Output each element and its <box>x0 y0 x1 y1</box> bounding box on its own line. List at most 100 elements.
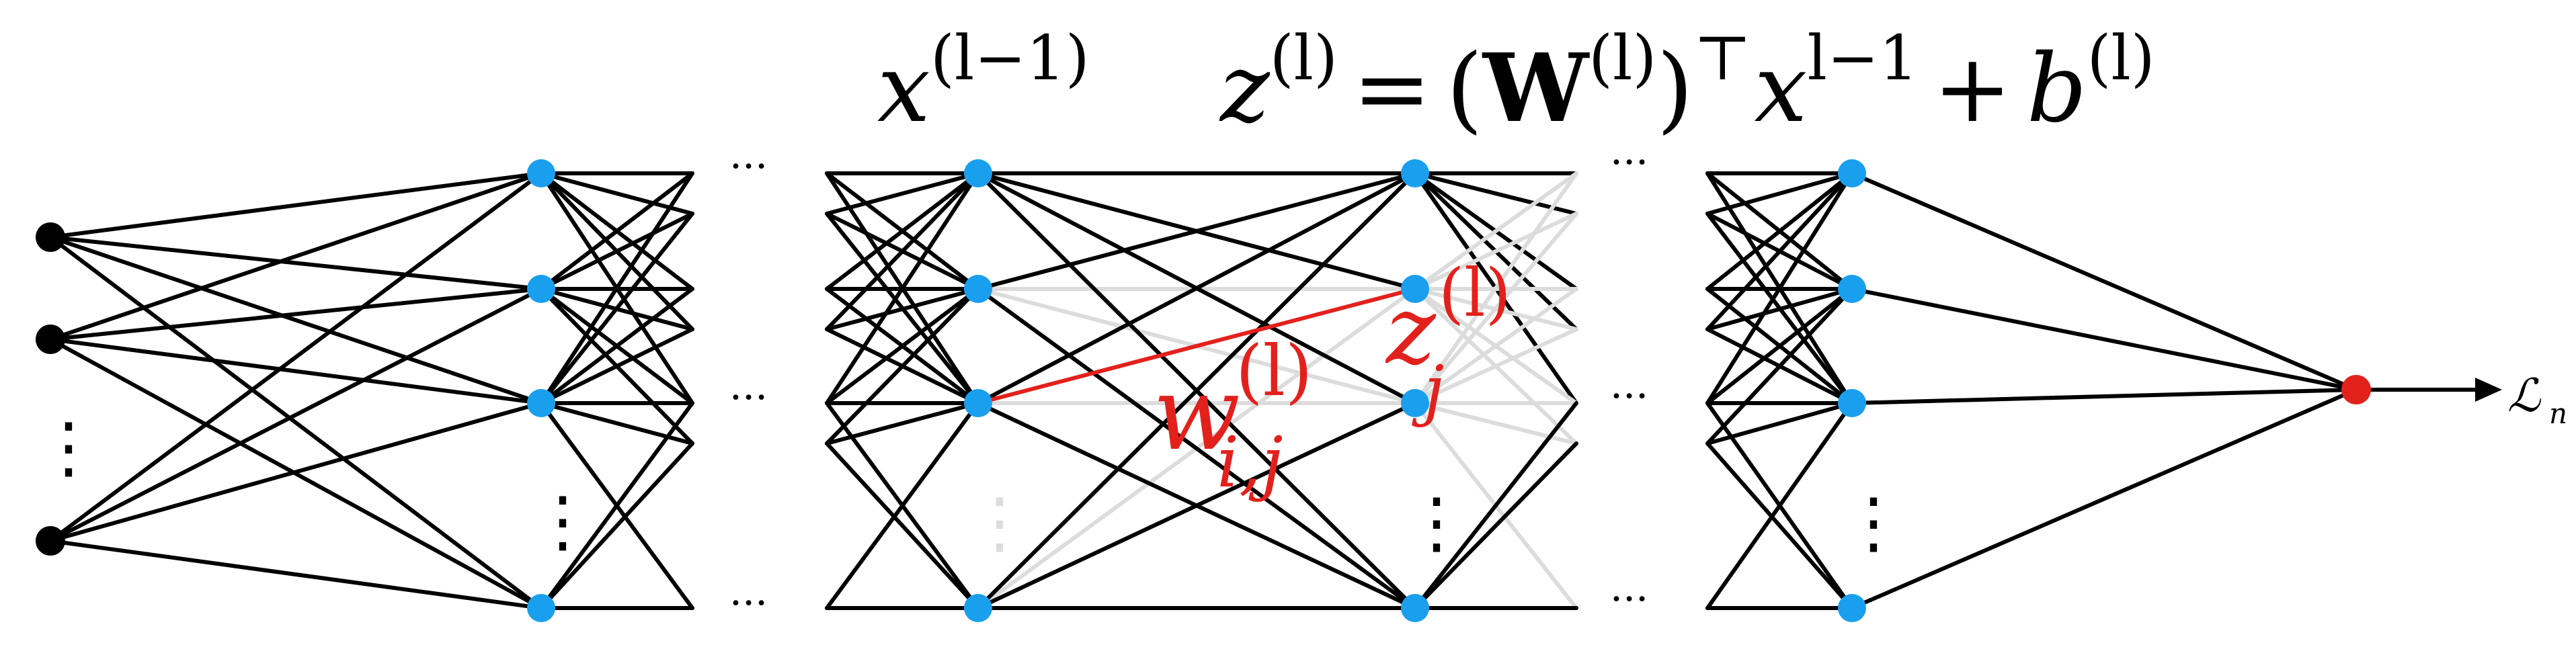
node-layer <box>36 159 2371 622</box>
edge <box>48 235 543 610</box>
weight-label: w <box>1153 354 1240 473</box>
edge-stub <box>825 327 980 405</box>
edge-stub <box>1413 171 1578 291</box>
edge-stub <box>1413 171 1578 405</box>
weight-label-sup: (l) <box>1236 330 1312 412</box>
edge-stub <box>825 287 980 405</box>
edge-stub <box>1705 171 1854 405</box>
input-activation-label: x(l−1) <box>877 22 1090 144</box>
edge-stub <box>539 212 694 405</box>
loss-arrow-head <box>2475 378 2502 402</box>
edge <box>1850 388 2358 405</box>
edge-stub <box>1413 212 1578 405</box>
hidden-node <box>964 389 992 417</box>
edge-stub <box>1413 401 1578 610</box>
hidden-node <box>1838 389 1866 417</box>
vdots-hidden-4: ⋮ <box>1840 483 1907 562</box>
edge-stub <box>825 171 980 216</box>
hidden-node <box>964 275 992 303</box>
vdots-hidden-1: ⋮ <box>529 482 596 560</box>
edge <box>976 287 1417 610</box>
edge-stub <box>1705 212 1854 405</box>
edge-stub <box>1705 171 1854 291</box>
hidden-node <box>1838 159 1866 187</box>
edge-stub <box>825 401 980 445</box>
edge <box>48 235 543 291</box>
edge <box>48 171 543 341</box>
edge <box>48 287 543 543</box>
edge-stub <box>1705 212 1854 291</box>
edge-stub <box>1413 441 1578 610</box>
ellipsis-mid-left: ··· <box>729 374 768 421</box>
edge-stub <box>1413 212 1578 291</box>
hidden-node <box>1401 275 1429 303</box>
edge-stub <box>1705 171 1854 216</box>
edge <box>48 337 543 405</box>
edge <box>48 171 543 543</box>
edge <box>48 539 543 610</box>
edge-stub <box>539 171 694 216</box>
hidden-node <box>964 594 992 622</box>
hidden-node <box>1401 389 1429 417</box>
edge-stub <box>1705 327 1854 405</box>
ellipsis-bottom-left: ··· <box>729 580 768 627</box>
edge-stub <box>825 441 980 610</box>
edge-stub <box>825 401 980 610</box>
edge-stub <box>825 212 980 405</box>
output-node <box>2341 375 2371 404</box>
ellipsis-mid-right: ··· <box>1610 373 1648 420</box>
edge-stub <box>539 441 694 610</box>
edge <box>976 401 1417 610</box>
edge-stub <box>539 327 694 405</box>
ellipsis-top-left: ··· <box>729 143 768 190</box>
loss-label-sub: n <box>2549 397 2567 430</box>
edge <box>48 171 543 239</box>
edge-stub <box>825 212 980 291</box>
vdots-hidden-2: ⋮ <box>966 483 1033 562</box>
ellipsis-bottom-right: ··· <box>1610 576 1648 623</box>
edge <box>976 171 1417 610</box>
hidden-node <box>527 275 555 303</box>
edge <box>1850 287 2358 392</box>
edge-stub <box>1413 327 1578 405</box>
hidden-node <box>1838 594 1866 622</box>
edge <box>48 401 543 543</box>
edge <box>48 235 543 405</box>
edge-stub <box>539 287 694 405</box>
hidden-node <box>527 594 555 622</box>
weight-label-sub: i,j <box>1217 421 1283 503</box>
edge-stub <box>825 171 980 405</box>
output-label-sup: (l) <box>1439 255 1511 332</box>
edge <box>976 171 1417 291</box>
ellipsis-top-right: ··· <box>1610 139 1648 186</box>
edge <box>1850 388 2358 610</box>
edge-stub <box>1705 401 1854 610</box>
edge-stub <box>539 171 694 291</box>
input-node <box>36 526 65 556</box>
loss-label: ℒ <box>2507 370 2542 423</box>
edge-stub <box>1413 171 1578 216</box>
hidden-node <box>1838 275 1866 303</box>
edge-layer <box>48 171 2502 610</box>
highlighted-weight-edge <box>976 287 1417 405</box>
hidden-node <box>964 159 992 187</box>
hidden-node <box>527 159 555 187</box>
edge <box>1850 171 2358 392</box>
edge <box>976 171 1417 405</box>
input-node <box>36 325 65 354</box>
input-activation-sup: (l−1) <box>930 22 1090 94</box>
edge-stub <box>539 401 694 610</box>
edge-stub <box>539 212 694 291</box>
edge-stub <box>539 401 694 445</box>
hidden-node <box>1401 159 1429 187</box>
edge-stub <box>1705 287 1854 405</box>
edge-stub <box>1413 287 1578 405</box>
hidden-node <box>527 389 555 417</box>
input-node <box>36 222 65 252</box>
output-label: z <box>1385 276 1437 386</box>
edge-stub <box>1705 401 1854 445</box>
edge-stub <box>1705 441 1854 610</box>
vdots-input: ⋮ <box>35 408 102 486</box>
layer-equation: z(l)=(W(l))⊤xl−1+b(l) <box>1219 22 2155 144</box>
